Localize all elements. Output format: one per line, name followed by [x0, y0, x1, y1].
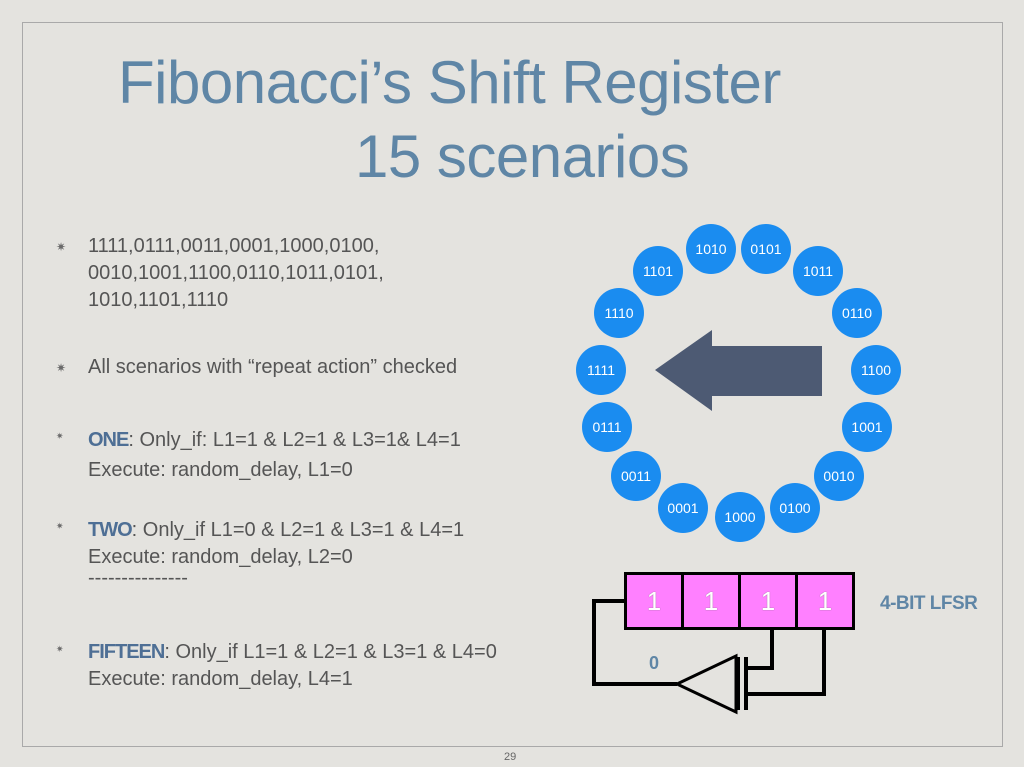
repeat-text: All scenarios with “repeat action” check… — [88, 356, 458, 378]
state-node: 1101 — [633, 246, 683, 296]
state-node: 1000 — [715, 492, 765, 542]
scenario-two: TWO: Only_if L1=0 & L2=1 & L3=1 & L4=1 E… — [88, 517, 465, 589]
state-node: 0001 — [658, 483, 708, 533]
bullet-icon: ✷ — [56, 521, 64, 531]
state-node: 0111 — [582, 402, 632, 452]
scenario-fifteen: FIFTEEN: Only_if L1=1 & L2=1 & L3=1 & L4… — [88, 639, 497, 693]
separator: --------------- — [88, 567, 188, 589]
bullet-icon: ✷ — [56, 361, 67, 375]
state-node: 1011 — [793, 246, 843, 296]
register-cell: 1 — [627, 575, 684, 627]
scenario-keyword: TWO — [88, 519, 133, 541]
sequence-text: 1111,0111,0011,0001,1000,0100, 0010,1001… — [88, 233, 384, 314]
lfsr-label: 4-BIT LFSR — [880, 593, 978, 614]
register-cell: 1 — [798, 575, 852, 627]
register-cell: 1 — [684, 575, 741, 627]
scenario-condition: : Only_if: L1=1 & L2=1 & L3=1& L4=1 — [128, 429, 461, 451]
slide-subtitle: 15 scenarios — [355, 123, 690, 190]
scenario-keyword: ONE — [88, 429, 129, 451]
bullet-icon: ✷ — [56, 240, 67, 254]
scenario-execute: Execute: random_delay, L2=0 — [88, 546, 353, 568]
state-node: 0101 — [741, 224, 791, 274]
state-node: 1010 — [686, 224, 736, 274]
page-number: 29 — [504, 751, 517, 763]
state-node: 1001 — [842, 402, 892, 452]
scenario-one: ONE: Only_if: L1=1 & L2=1 & L3=1& L4=1 E… — [88, 427, 461, 484]
sequence-line: 0010,1001,1100,0110,1011,0101, — [88, 262, 384, 284]
state-node: 1111 — [576, 345, 626, 395]
sequence-line: 1010,1101,1110 — [88, 289, 229, 311]
sequence-line: 1111,0111,0011,0001,1000,0100, — [88, 235, 380, 257]
state-node: 0110 — [832, 288, 882, 338]
feedback-wires — [592, 599, 826, 710]
scenario-execute: Execute: random_delay, L4=1 — [88, 668, 353, 690]
state-node: 0100 — [770, 483, 820, 533]
xor-gate-icon — [673, 653, 738, 715]
slide-frame — [22, 22, 1003, 747]
slide-title: Fibonacci’s Shift Register — [118, 49, 781, 116]
left-arrow-icon — [655, 330, 822, 411]
scenario-execute: Execute: random_delay, L1=0 — [88, 459, 353, 481]
feedback-value: 0 — [649, 653, 660, 673]
state-node: 1110 — [594, 288, 644, 338]
state-node: 1100 — [851, 345, 901, 395]
scenario-condition: : Only_if L1=0 & L2=1 & L3=1 & L4=1 — [131, 519, 465, 541]
scenario-keyword: FIFTEEN — [88, 641, 165, 663]
bullet-icon: ✷ — [56, 431, 64, 441]
state-node: 0010 — [814, 451, 864, 501]
register-cell: 1 — [741, 575, 798, 627]
bullet-icon: ✷ — [56, 644, 64, 654]
scenario-condition: : Only_if L1=1 & L2=1 & L3=1 & L4=0 — [164, 641, 497, 663]
shift-register: 1 1 1 1 — [624, 572, 855, 630]
state-node: 0011 — [611, 451, 661, 501]
